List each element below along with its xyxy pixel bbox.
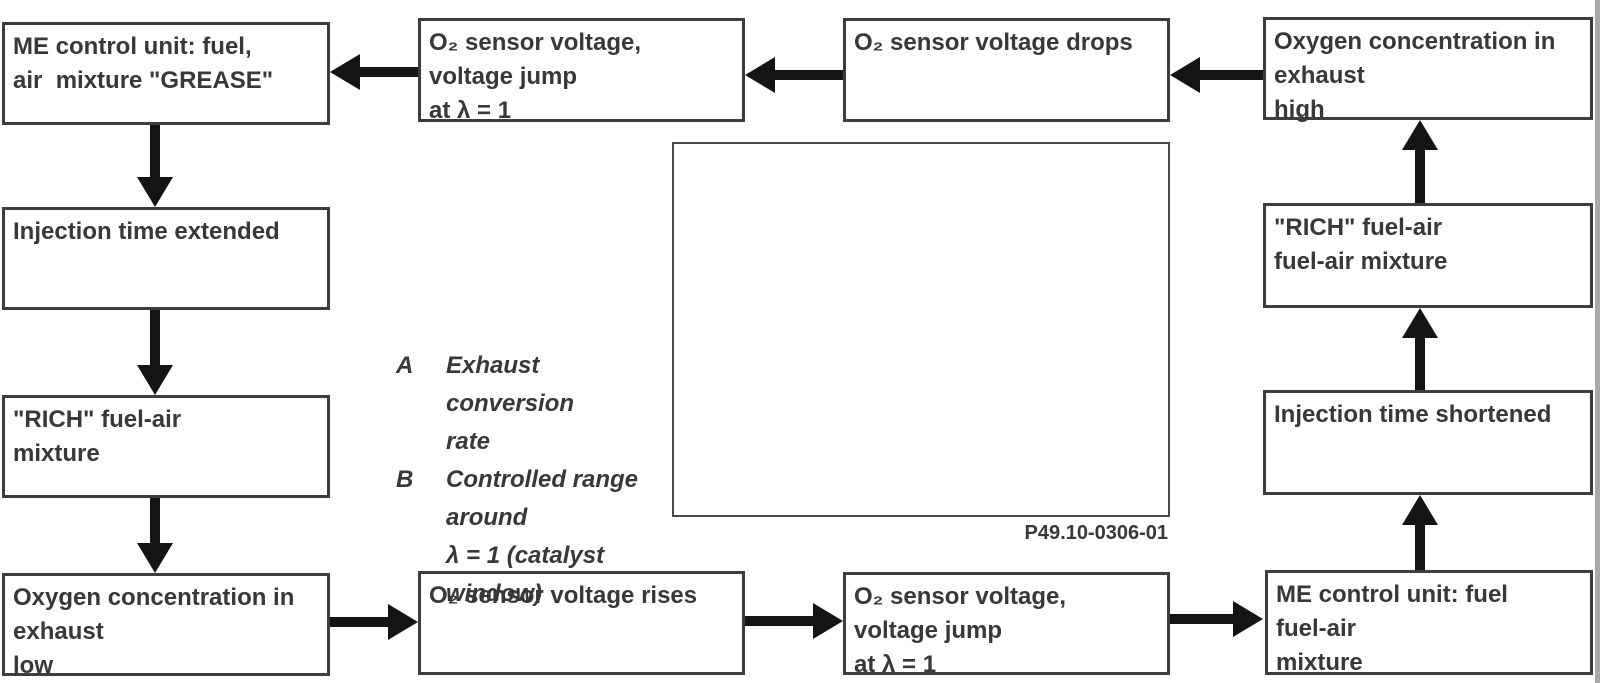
flow-arrow-down-icon (137, 498, 173, 573)
figure-number: P49.10-0306-01 (1024, 522, 1168, 544)
flow-box-o2-rises: O₂ sensor voltage rises (418, 571, 745, 675)
legend-item: B Controlled range around λ = 1 (catalys… (396, 461, 666, 613)
flow-arrow-right-icon (745, 603, 843, 639)
flow-box-rich-mixture-right: "RICH" fuel-air fuel-air mixture (1263, 203, 1593, 308)
flow-box-o2-drops: O₂ sensor voltage drops (843, 18, 1170, 122)
flow-arrow-left-icon (330, 54, 418, 90)
legend-text: Controlled range around λ = 1 (catalyst … (446, 466, 639, 607)
flow-arrow-up-icon (1402, 120, 1438, 203)
flow-box-o2-jump-bottom: O₂ sensor voltage, voltage jump at λ = 1 (843, 572, 1170, 678)
flow-arrow-right-icon (330, 604, 418, 640)
flow-arrow-down-icon (137, 310, 173, 395)
flow-arrow-right-icon (1170, 601, 1263, 637)
legend: A Exhaust conversion rate B Controlled r… (396, 347, 666, 613)
flow-box-injection-extended: Injection time extended (2, 207, 330, 310)
scan-edge-strip (1595, 0, 1600, 683)
legend-item: A Exhaust conversion rate (396, 347, 666, 461)
flow-arrow-down-icon (137, 125, 173, 207)
flow-box-me-control-right: ME control unit: fuel fuel-air mixture (1265, 570, 1593, 676)
flow-arrow-up-icon (1402, 495, 1438, 570)
flow-box-me-control-grease: ME control unit: fuel, air mixture "GREA… (2, 22, 330, 125)
flow-box-rich-mixture-left: "RICH" fuel-air mixture (2, 395, 330, 498)
flow-arrow-left-icon (1170, 57, 1263, 93)
flow-box-oxygen-low: Oxygen concentration in exhaust low (2, 573, 330, 679)
legend-letter: A (396, 352, 414, 379)
chart-placeholder (672, 142, 1170, 517)
legend-letter: B (396, 466, 414, 493)
legend-text: Exhaust conversion rate (446, 352, 575, 455)
flow-box-oxygen-high: Oxygen concentration in exhaust high (1263, 17, 1593, 123)
flow-arrow-up-icon (1402, 308, 1438, 390)
flow-arrow-left-icon (745, 57, 843, 93)
flow-box-o2-jump-top: O₂ sensor voltage, voltage jump at λ = 1 (418, 18, 745, 124)
flow-box-injection-shortened: Injection time shortened (1263, 390, 1593, 495)
